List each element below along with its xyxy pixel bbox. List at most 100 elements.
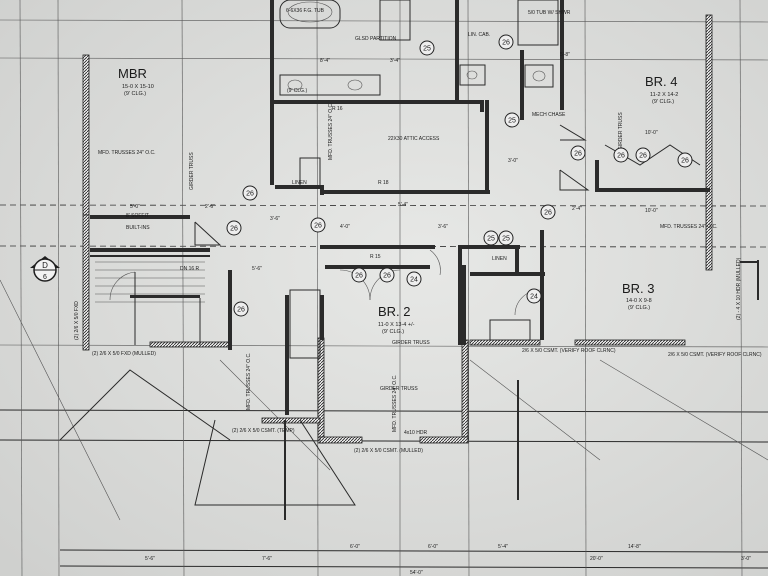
attic-access-note: 22X30 ATTIC ACCESS bbox=[388, 136, 440, 142]
tags: 25 26 25 26 26 26 26 26 26 26 26 25 25 2… bbox=[226, 34, 693, 317]
right-header-note: (2) - 4 X 10 HDR (MULLED) bbox=[736, 257, 742, 320]
riser-note-r16: R 16 bbox=[332, 106, 343, 112]
fixed-window-note: (2) 2/6 X 5/0 FXD (MULLED) bbox=[92, 351, 156, 357]
casement-temp-note: (2) 2/6 X 5/0 CSMT. (TEMP) bbox=[232, 428, 295, 434]
dim-mid-1: 8'-4" bbox=[320, 58, 330, 64]
svg-text:25: 25 bbox=[487, 236, 495, 243]
section-marker-number: 6 bbox=[43, 274, 47, 281]
svg-text:26: 26 bbox=[230, 226, 238, 233]
svg-text:26: 26 bbox=[681, 158, 689, 165]
tag-26: 26 bbox=[498, 34, 514, 50]
glass-partition-note: GLSD PARTITION bbox=[355, 36, 397, 42]
tag-26: 26 bbox=[379, 267, 395, 283]
casement-verify-note-2: 2/6 X 5/0 CSMT. (VERIFY ROOF CLRNC) bbox=[668, 352, 762, 358]
tag-26: 26 bbox=[613, 147, 629, 163]
svg-text:26: 26 bbox=[639, 153, 647, 160]
tag-26: 26 bbox=[351, 267, 367, 283]
tag-25: 25 bbox=[498, 230, 514, 246]
room-name-br4: BR. 4 bbox=[645, 74, 678, 89]
linen-note-1: LINEN bbox=[292, 180, 307, 186]
dim-mid-12: 5'-6" bbox=[252, 266, 262, 272]
hall-truss-vert: MFD. TRUSSES 24" O.C. bbox=[246, 352, 252, 410]
section-marker: D 6 bbox=[30, 256, 60, 282]
svg-text:26: 26 bbox=[617, 153, 625, 160]
girder-truss-vert: GIRDER TRUSS bbox=[189, 152, 195, 190]
built-ins-note: BUILT-INS bbox=[126, 225, 150, 231]
svg-text:26: 26 bbox=[246, 191, 254, 198]
room-ceiling-mbr: (9' CLG.) bbox=[124, 91, 146, 97]
tag-25: 25 bbox=[483, 230, 499, 246]
svg-text:24: 24 bbox=[530, 294, 538, 301]
vanity-fixture bbox=[279, 74, 381, 96]
dim-bottom-4: 6'-0" bbox=[428, 544, 438, 550]
tag-26: 26 bbox=[540, 204, 556, 220]
dim-mid-5: 3'-0" bbox=[508, 158, 518, 164]
dim-mid-4: 3'-6" bbox=[270, 216, 280, 222]
tub-note: 6-6X36 F.G. TUB bbox=[286, 8, 325, 14]
roof-lines bbox=[59, 260, 759, 520]
br2-truss-vert: MFD. TRUSSES 24" O.C. bbox=[392, 374, 398, 432]
svg-text:25: 25 bbox=[423, 46, 431, 53]
room-size-br3: 14-0 X 9-8 bbox=[626, 298, 652, 304]
svg-text:26: 26 bbox=[237, 307, 245, 314]
svg-text:25: 25 bbox=[502, 236, 510, 243]
left-window-note: (2) 2/6 X 5/0 FXD bbox=[74, 301, 80, 340]
room-size-br2: 11-0 X 13-4 +/- bbox=[378, 322, 415, 328]
room-size-br4: 11-2 X 14-2 bbox=[650, 92, 678, 98]
tag-26: 26 bbox=[233, 301, 249, 317]
room-ceiling-br2: (9' CLG.) bbox=[382, 329, 404, 335]
tag-26: 26 bbox=[635, 147, 651, 163]
room-size-mbr: 15-0 X 15-10 bbox=[122, 84, 154, 90]
mbr-truss-note: MFD. TRUSSES 24" O.C. bbox=[98, 150, 156, 156]
svg-text:25: 25 bbox=[508, 118, 516, 125]
girder-truss-note: GIRDER TRUSS bbox=[392, 340, 430, 346]
tag-26: 26 bbox=[310, 217, 326, 233]
tag-26: 26 bbox=[226, 220, 242, 236]
dim-bottom-8: 3'-0" bbox=[741, 556, 751, 562]
tub-shower-note: 5/0 TUB W/ SHWR bbox=[528, 10, 571, 16]
tag-24: 24 bbox=[406, 271, 422, 287]
casement-mulled-note: (2) 2/6 X 5/0 CSMT. (MULLED) bbox=[354, 448, 423, 454]
soffit-note: 8' SOFFIT bbox=[126, 213, 149, 219]
dim-bottom-3: 6'-0" bbox=[350, 544, 360, 550]
header-4x10-note: 4x10 HDR bbox=[404, 430, 427, 436]
dim-mid-6: 2'-6" bbox=[205, 204, 215, 210]
dim-bottom-7: 14'-8" bbox=[628, 544, 641, 550]
casement-verify-note: 2/6 X 5/0 CSMT. (VERIFY ROOF CLRNC) bbox=[522, 348, 616, 354]
tag-25: 25 bbox=[504, 112, 520, 128]
room-name-br2: BR. 2 bbox=[378, 304, 411, 319]
dim-mid-11: 2'-4" bbox=[572, 206, 582, 212]
dim-mid-9: 5'-0" bbox=[130, 204, 140, 210]
tag-26: 26 bbox=[570, 145, 586, 161]
girder-truss-vert-2: GIRDER TRUSS bbox=[618, 112, 624, 150]
tag-25: 25 bbox=[419, 40, 435, 56]
dim-mid-7: 10'-0" bbox=[645, 130, 658, 136]
annotations: 6-6X36 F.G. TUB GLSD PARTITION (9' CLG.)… bbox=[74, 8, 762, 454]
svg-text:26: 26 bbox=[544, 210, 552, 217]
linen-note-2: LINEN bbox=[492, 256, 507, 262]
dimension-strings: 5'-6" 7'-6" 6'-0" 6'-0" 5'-4" 20'-0" 14'… bbox=[130, 52, 751, 576]
dim-bottom-5: 5'-4" bbox=[498, 544, 508, 550]
dim-mid-14: 5'-8" bbox=[560, 52, 570, 58]
dim-overall: 54'-0" bbox=[410, 570, 423, 576]
walls bbox=[82, 0, 713, 444]
mech-chase-note: MECH CHASE bbox=[532, 112, 566, 118]
br3-truss-note: MFD. TRUSSES 24" O.C. bbox=[660, 224, 718, 230]
svg-text:24: 24 bbox=[410, 277, 418, 284]
room-labels: MBR 15-0 X 15-10 (9' CLG.) BR. 4 11-2 X … bbox=[118, 66, 678, 335]
dim-bottom-1: 5'-6" bbox=[145, 556, 155, 562]
svg-text:26: 26 bbox=[502, 40, 510, 47]
tag-24: 24 bbox=[526, 288, 542, 304]
room-ceiling-br3: (9' CLG.) bbox=[628, 305, 650, 311]
riser-note-r18: R 18 bbox=[378, 180, 389, 186]
stair bbox=[95, 261, 205, 345]
room-name-br3: BR. 3 bbox=[622, 281, 655, 296]
svg-text:26: 26 bbox=[355, 273, 363, 280]
tag-26: 26 bbox=[242, 185, 258, 201]
svg-text:26: 26 bbox=[314, 223, 322, 230]
bath-ceiling-note: (9' CLG.) bbox=[287, 88, 307, 94]
tub-fixture bbox=[279, 0, 341, 29]
dim-mid-8: 10'-0" bbox=[645, 208, 658, 214]
